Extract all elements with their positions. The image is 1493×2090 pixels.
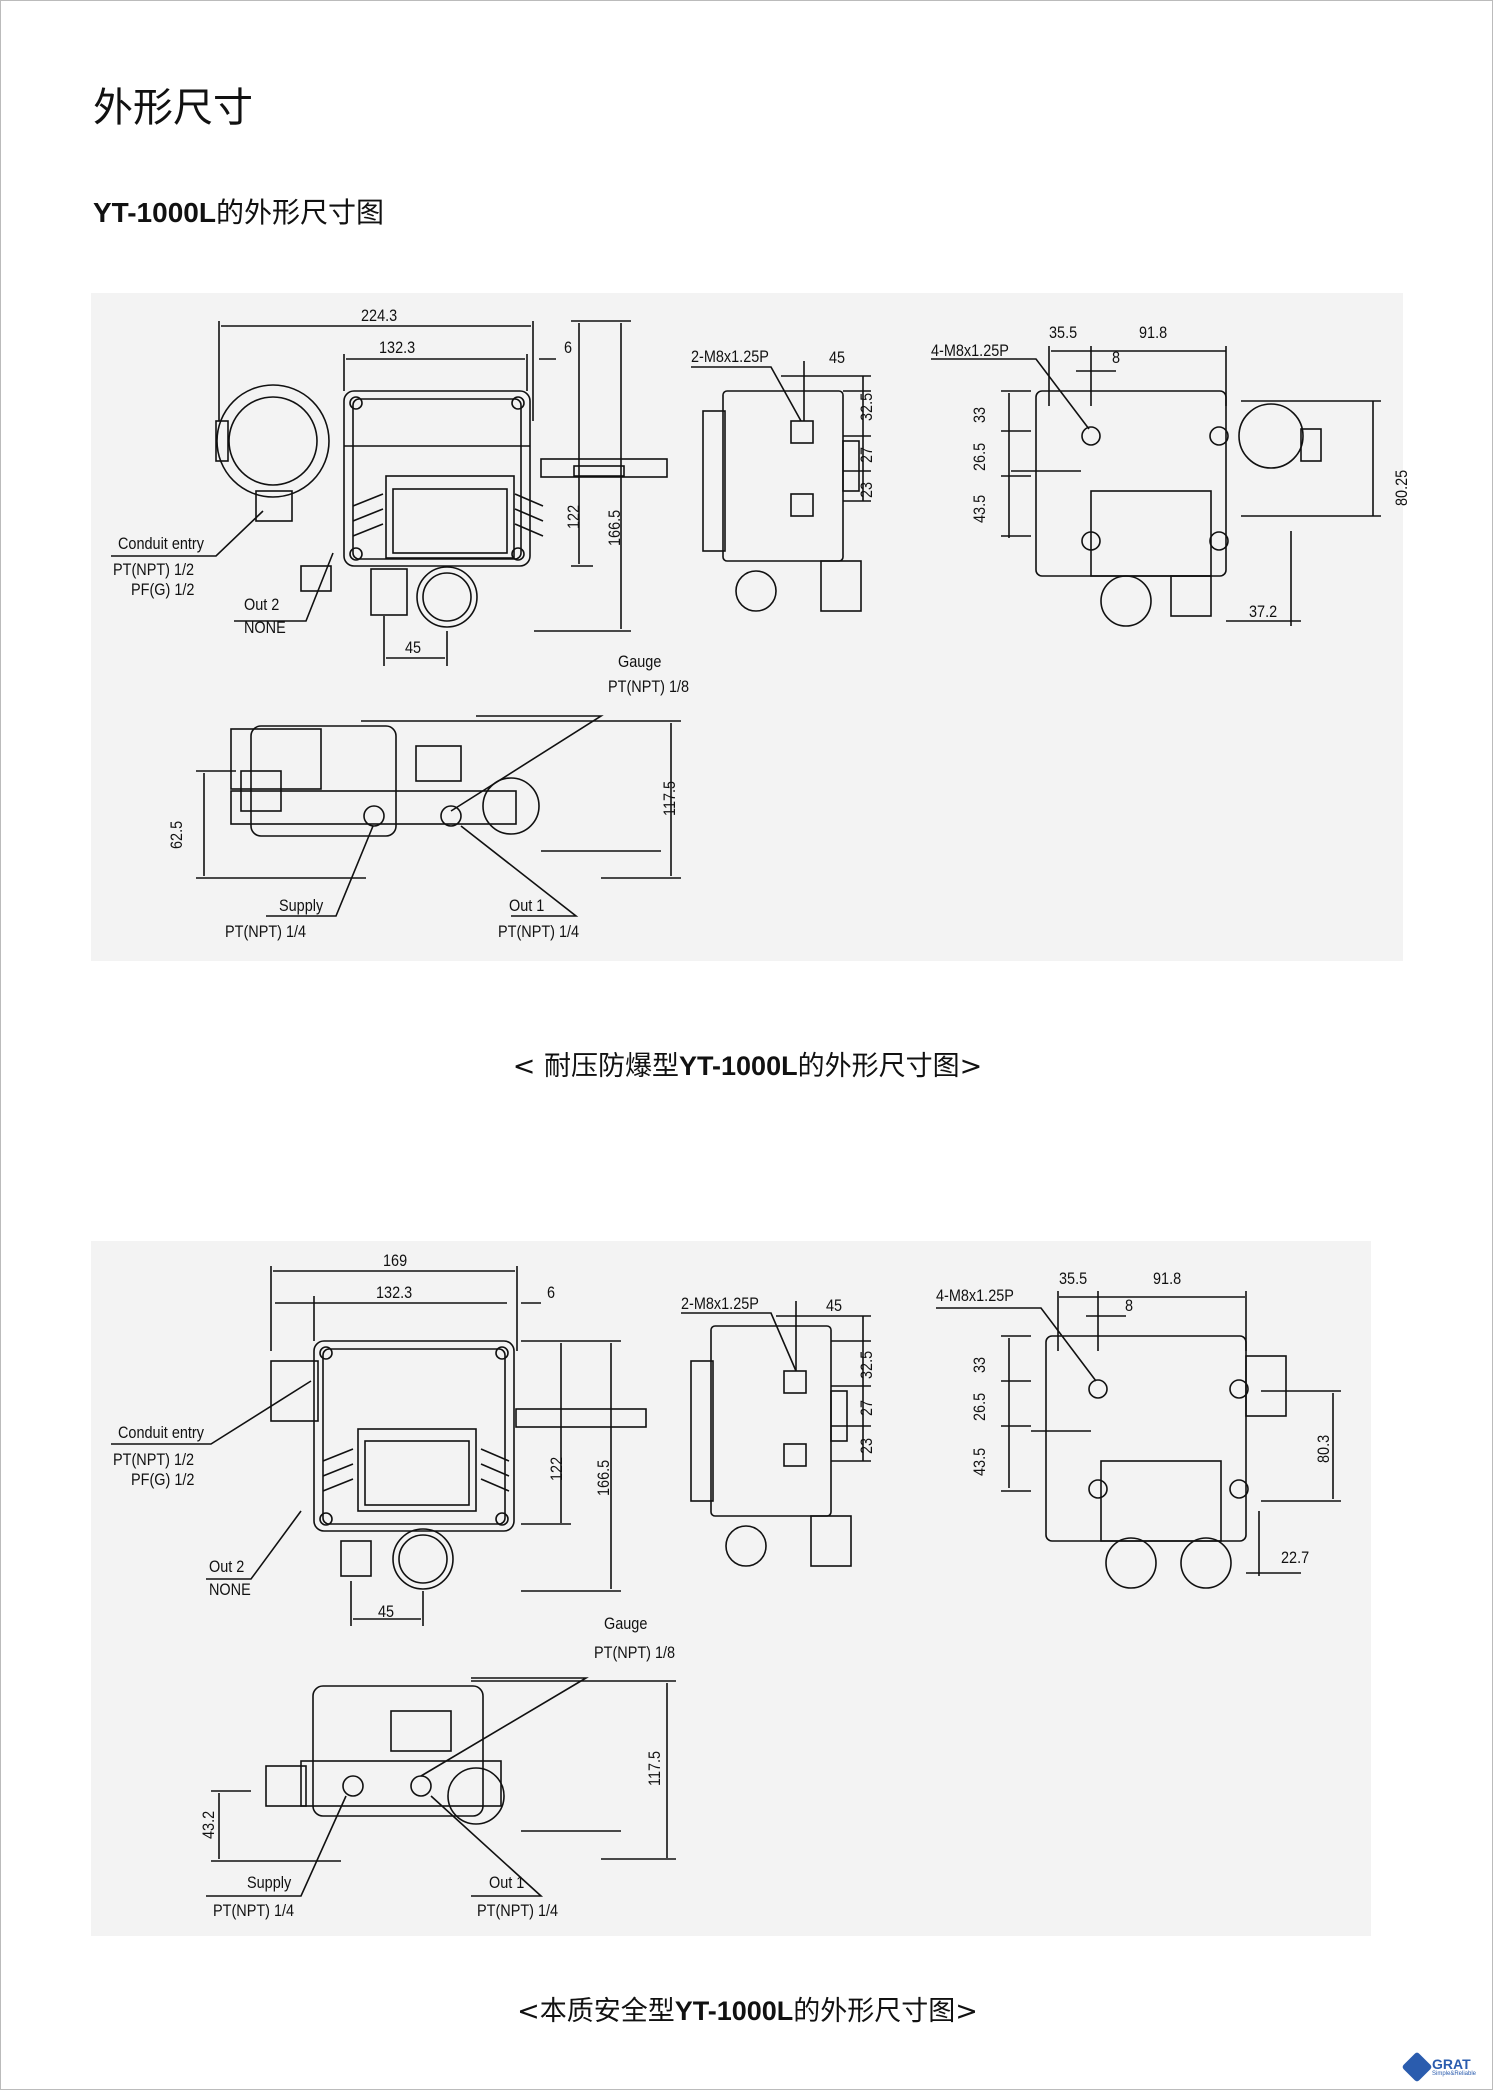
dim-body-width: 132.3	[379, 338, 416, 357]
out1-pt-label: PT(NPT) 1/4	[477, 1901, 559, 1920]
dim-side-23: 23	[857, 481, 876, 498]
dim-bottom-43: 43.2	[199, 1810, 218, 1839]
dim-rear-33: 33	[970, 1356, 989, 1373]
dim-rear-26: 26.5	[970, 442, 989, 471]
flameproof-caption: < 耐压防爆型YT-1000L的外形尺寸图>	[1, 1044, 1492, 1083]
dim-bottom-height: 117.5	[645, 1750, 664, 1786]
dim-rear-33: 33	[970, 406, 989, 423]
conduit-entry-label: Conduit entry	[118, 1423, 204, 1442]
side-bolt-label: 2-M8x1.25P	[681, 1294, 759, 1313]
flameproof-front-view	[111, 320, 668, 666]
flameproof-side-view	[691, 361, 871, 612]
dim-overall-width: 169	[383, 1251, 408, 1270]
dim-bottom-62: 62.5	[167, 820, 186, 849]
logo-name: GRAT	[1432, 2056, 1471, 2072]
dim-122: 122	[547, 1456, 566, 1481]
dim-rear-35: 35.5	[1049, 323, 1078, 342]
page-title: 外形尺寸	[93, 85, 253, 131]
dim-rear-height: 80.3	[1314, 1434, 1333, 1463]
caption-model: YT-1000L	[679, 1051, 798, 1081]
dim-body-width: 132.3	[376, 1283, 413, 1302]
dim-rear-43: 43.5	[970, 1447, 989, 1476]
gauge-label: Gauge	[604, 1614, 648, 1633]
out1-label: Out 1	[489, 1873, 525, 1892]
dim-side-32: 32.5	[857, 392, 876, 421]
model-name: YT-1000L	[93, 197, 216, 228]
section-title-text: 的外形尺寸图	[215, 196, 384, 229]
out2-value: NONE	[244, 618, 286, 637]
flameproof-bottom-view	[196, 715, 681, 917]
intrinsic-bottom-view	[206, 1677, 676, 1897]
supply-pt-label: PT(NPT) 1/4	[213, 1901, 295, 1920]
side-bolt-label: 2-M8x1.25P	[691, 347, 769, 366]
dim-overall-width: 224.3	[361, 306, 398, 325]
dim-gauge-offset: 45	[378, 1602, 395, 1621]
caption-suffix: 的外形尺寸图>	[797, 1051, 983, 1082]
conduit-pt-label: PT(NPT) 1/2	[113, 1450, 195, 1469]
conduit-entry-label: Conduit entry	[118, 534, 204, 553]
supply-label: Supply	[247, 1873, 292, 1892]
out1-pt-label: PT(NPT) 1/4	[498, 922, 580, 941]
dim-rear-8: 8	[1112, 348, 1121, 367]
out1-label: Out 1	[509, 896, 545, 915]
gauge-pt-label: PT(NPT) 1/8	[594, 1643, 676, 1662]
dim-offset: 6	[547, 1283, 556, 1302]
dim-166: 166.5	[605, 509, 624, 546]
dim-rear-height: 80.25	[1392, 469, 1411, 506]
intrinsic-front-view	[111, 1266, 647, 1626]
dim-side-27: 27	[857, 446, 876, 463]
dim-side-23: 23	[857, 1437, 876, 1454]
dim-side-32: 32.5	[857, 1350, 876, 1379]
out2-value: NONE	[209, 1580, 251, 1599]
section-title: YT-1000L的外形尺寸图	[93, 191, 384, 231]
caption-model: YT-1000L	[674, 1996, 794, 2026]
out2-label: Out 2	[209, 1557, 245, 1576]
dim-side-45: 45	[826, 1296, 843, 1315]
intrinsic-side-view	[681, 1301, 871, 1567]
dim-side-45: 45	[829, 348, 846, 367]
dim-gauge-offset: 45	[405, 638, 422, 657]
dim-rear-91: 91.8	[1139, 323, 1168, 342]
intrinsic-caption: <本质安全型YT-1000L的外形尺寸图>	[1, 1989, 1492, 2028]
intrinsic-rear-view	[936, 1291, 1341, 1589]
conduit-pf-label: PF(G) 1/2	[131, 1470, 195, 1489]
dim-bottom-height: 117.5	[660, 780, 679, 816]
gauge-label: Gauge	[618, 652, 662, 671]
dim-side-27: 27	[857, 1399, 876, 1416]
conduit-pf-label: PF(G) 1/2	[131, 580, 195, 599]
dim-166: 166.5	[594, 1459, 613, 1496]
dim-rear-width: 37.2	[1249, 602, 1278, 621]
logo-tagline: Simple&Reliable	[1432, 2071, 1477, 2077]
rear-bolt-label: 4-M8x1.25P	[936, 1286, 1014, 1305]
flameproof-drawing-panel	[91, 293, 1403, 961]
conduit-pt-label: PT(NPT) 1/2	[113, 560, 195, 579]
supply-label: Supply	[279, 896, 324, 915]
dim-rear-width: 22.7	[1281, 1548, 1310, 1567]
dim-offset: 6	[564, 338, 573, 357]
grat-logo-mark-icon	[1401, 2051, 1433, 2083]
rear-bolt-label: 4-M8x1.25P	[931, 341, 1009, 360]
flameproof-rear-view	[931, 346, 1381, 627]
caption-suffix: 的外形尺寸图>	[793, 1996, 978, 2027]
dim-rear-91: 91.8	[1153, 1269, 1182, 1288]
out2-label: Out 2	[244, 595, 280, 614]
dim-rear-43: 43.5	[970, 494, 989, 523]
gauge-pt-label: PT(NPT) 1/8	[608, 677, 690, 696]
caption-prefix: <本质安全型	[517, 1996, 675, 2027]
dim-122: 122	[564, 504, 583, 529]
dim-rear-35: 35.5	[1059, 1269, 1088, 1288]
intrinsic-drawing-panel	[91, 1241, 1371, 1936]
dim-rear-26: 26.5	[970, 1392, 989, 1421]
caption-prefix: < 耐压防爆型	[512, 1051, 680, 1082]
dim-rear-8: 8	[1125, 1296, 1134, 1315]
supply-pt-label: PT(NPT) 1/4	[225, 922, 307, 941]
